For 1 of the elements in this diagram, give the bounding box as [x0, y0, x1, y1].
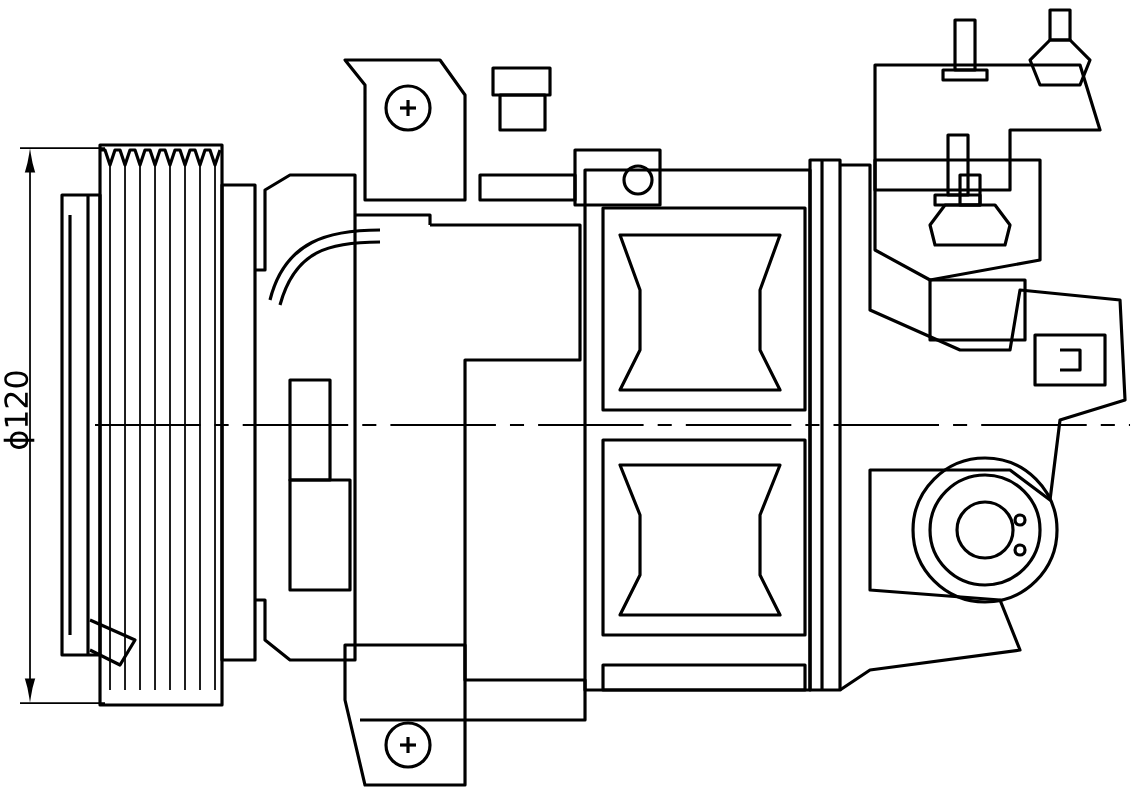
dimension-label: ϕ120: [3, 371, 35, 449]
